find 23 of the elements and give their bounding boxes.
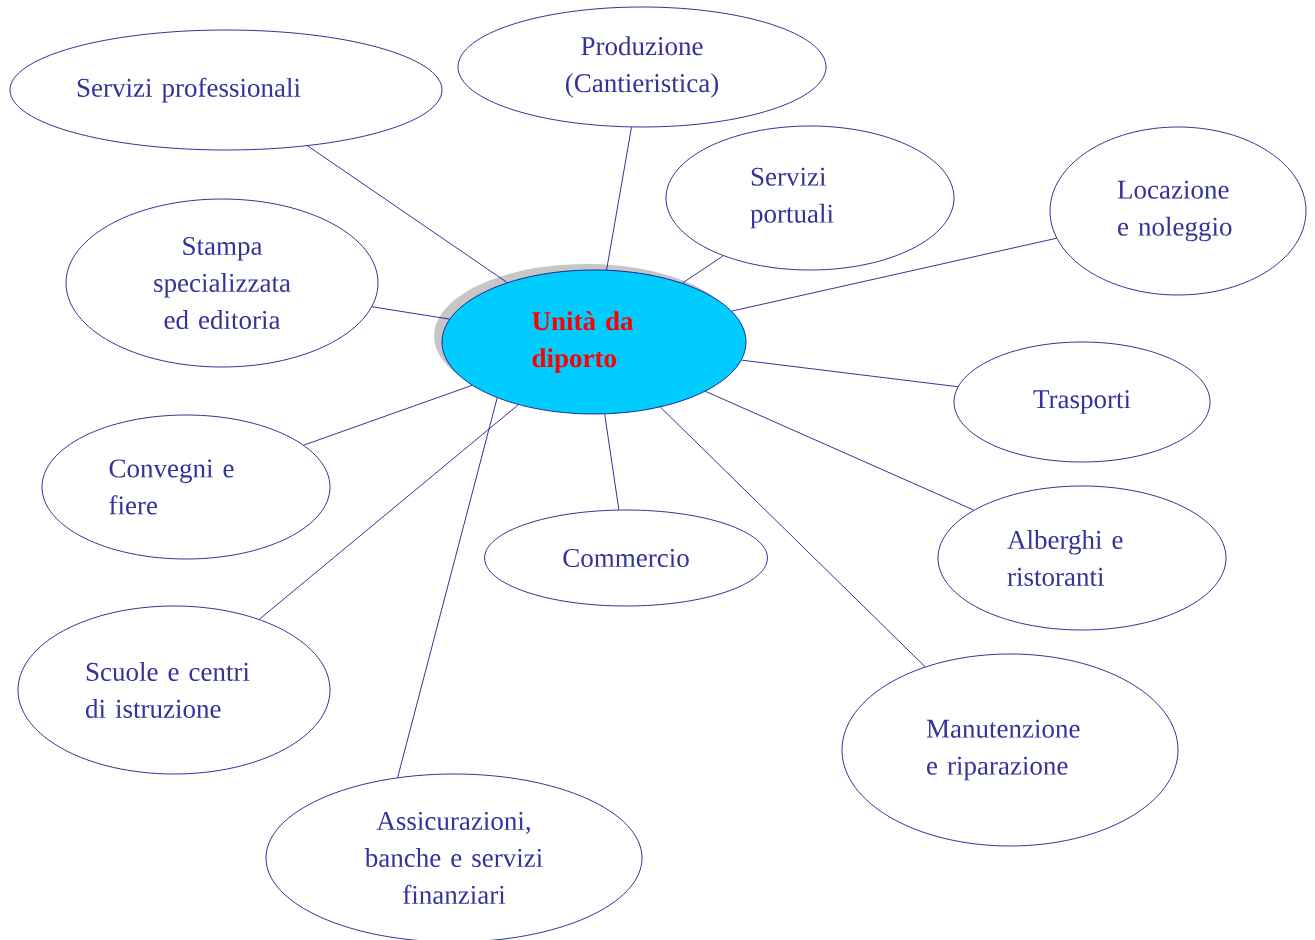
connector-line [705,390,975,511]
ellipse-node: Manutenzione e riparazione [841,653,1179,847]
connector-line [303,384,473,446]
ellipse-node: Commercio [484,509,768,607]
ellipse-node: Servizi professionali [9,29,443,151]
connector-line [307,145,508,283]
connector-line [606,126,632,271]
connector-line [371,306,450,320]
connector-line [660,406,926,668]
ellipse-node: Stampa specializzata ed editoria [65,198,379,368]
connector-line [682,255,724,284]
connector-line [258,404,519,620]
connector-line [397,397,498,778]
ellipse-node: Locazione e noleggio [1049,126,1307,296]
ellipse-node: Produzione (Cantieristica) [457,6,827,128]
connector-line [731,237,1057,312]
connector-line [604,413,620,511]
ellipse-node: Servizi portuali [665,125,955,271]
connector-line [741,359,959,388]
ellipse-node: Convegni e fiere [41,414,331,560]
ellipse-node: Scuole e centri di istruzione [17,605,331,775]
ellipse-node: Trasporti [953,341,1211,463]
ellipse-node: Alberghi e ristoranti [937,485,1227,631]
